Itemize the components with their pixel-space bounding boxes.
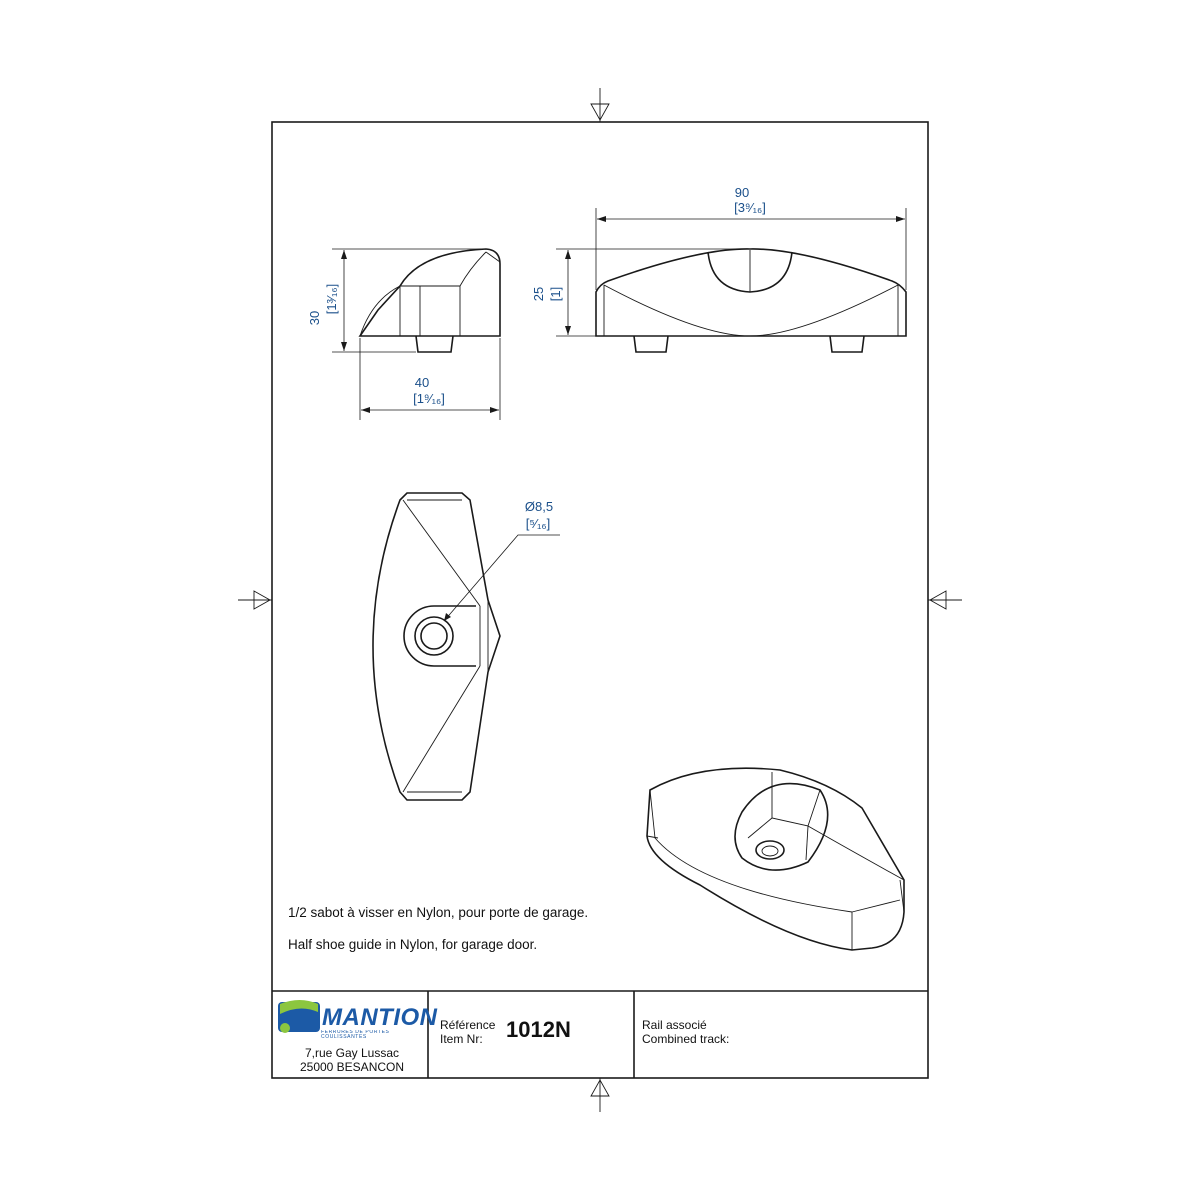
dim-front-width-value: 90 — [735, 185, 749, 200]
isometric-view — [646, 767, 905, 951]
company-logo-text: MANTION — [322, 1004, 438, 1031]
reference-value: 1012N — [506, 1017, 571, 1042]
dim-front-height-value: 25 — [531, 287, 546, 301]
centering-mark-left — [238, 590, 272, 610]
address-line-1: 7,rue Gay Lussac — [304, 1046, 400, 1060]
company-tagline: FERRURES DE PORTES COULISSANTES — [321, 1030, 390, 1040]
dim-front-width-inch: [3⁹⁄₁₆] — [734, 200, 766, 215]
centering-mark-right — [928, 590, 962, 610]
reference-label-fr: Référence — [440, 1018, 496, 1032]
dim-side-height-inch: [1³⁄₁₆] — [324, 284, 339, 315]
address-line-2: 25000 BESANCON — [299, 1060, 405, 1074]
side-view — [332, 248, 501, 420]
dim-side-height-value: 30 — [307, 311, 322, 325]
dim-side-width-inch: [1⁹⁄₁₆] — [413, 391, 445, 406]
reference-label-en: Item Nr: — [440, 1032, 483, 1046]
description-en: Half shoe guide in Nylon, for garage doo… — [288, 937, 538, 952]
dim-front-height-inch: [1] — [548, 287, 563, 301]
drawing-frame — [271, 121, 929, 1079]
centering-mark-top — [590, 88, 610, 122]
front-view — [556, 208, 907, 353]
top-view — [372, 492, 560, 801]
rail-label-fr: Rail associé — [642, 1018, 707, 1032]
centering-mark-bottom — [590, 1078, 610, 1112]
description-fr: 1/2 sabot à visser en Nylon, pour porte … — [288, 905, 589, 920]
dim-hole-diameter-value: Ø8,5 — [525, 499, 553, 514]
rail-label-en: Combined track: — [642, 1032, 730, 1046]
dim-side-width-value: 40 — [415, 375, 429, 390]
dim-hole-diameter-inch: [⁵⁄₁₆] — [526, 516, 550, 531]
mantion-logo-mark — [278, 1000, 320, 1033]
